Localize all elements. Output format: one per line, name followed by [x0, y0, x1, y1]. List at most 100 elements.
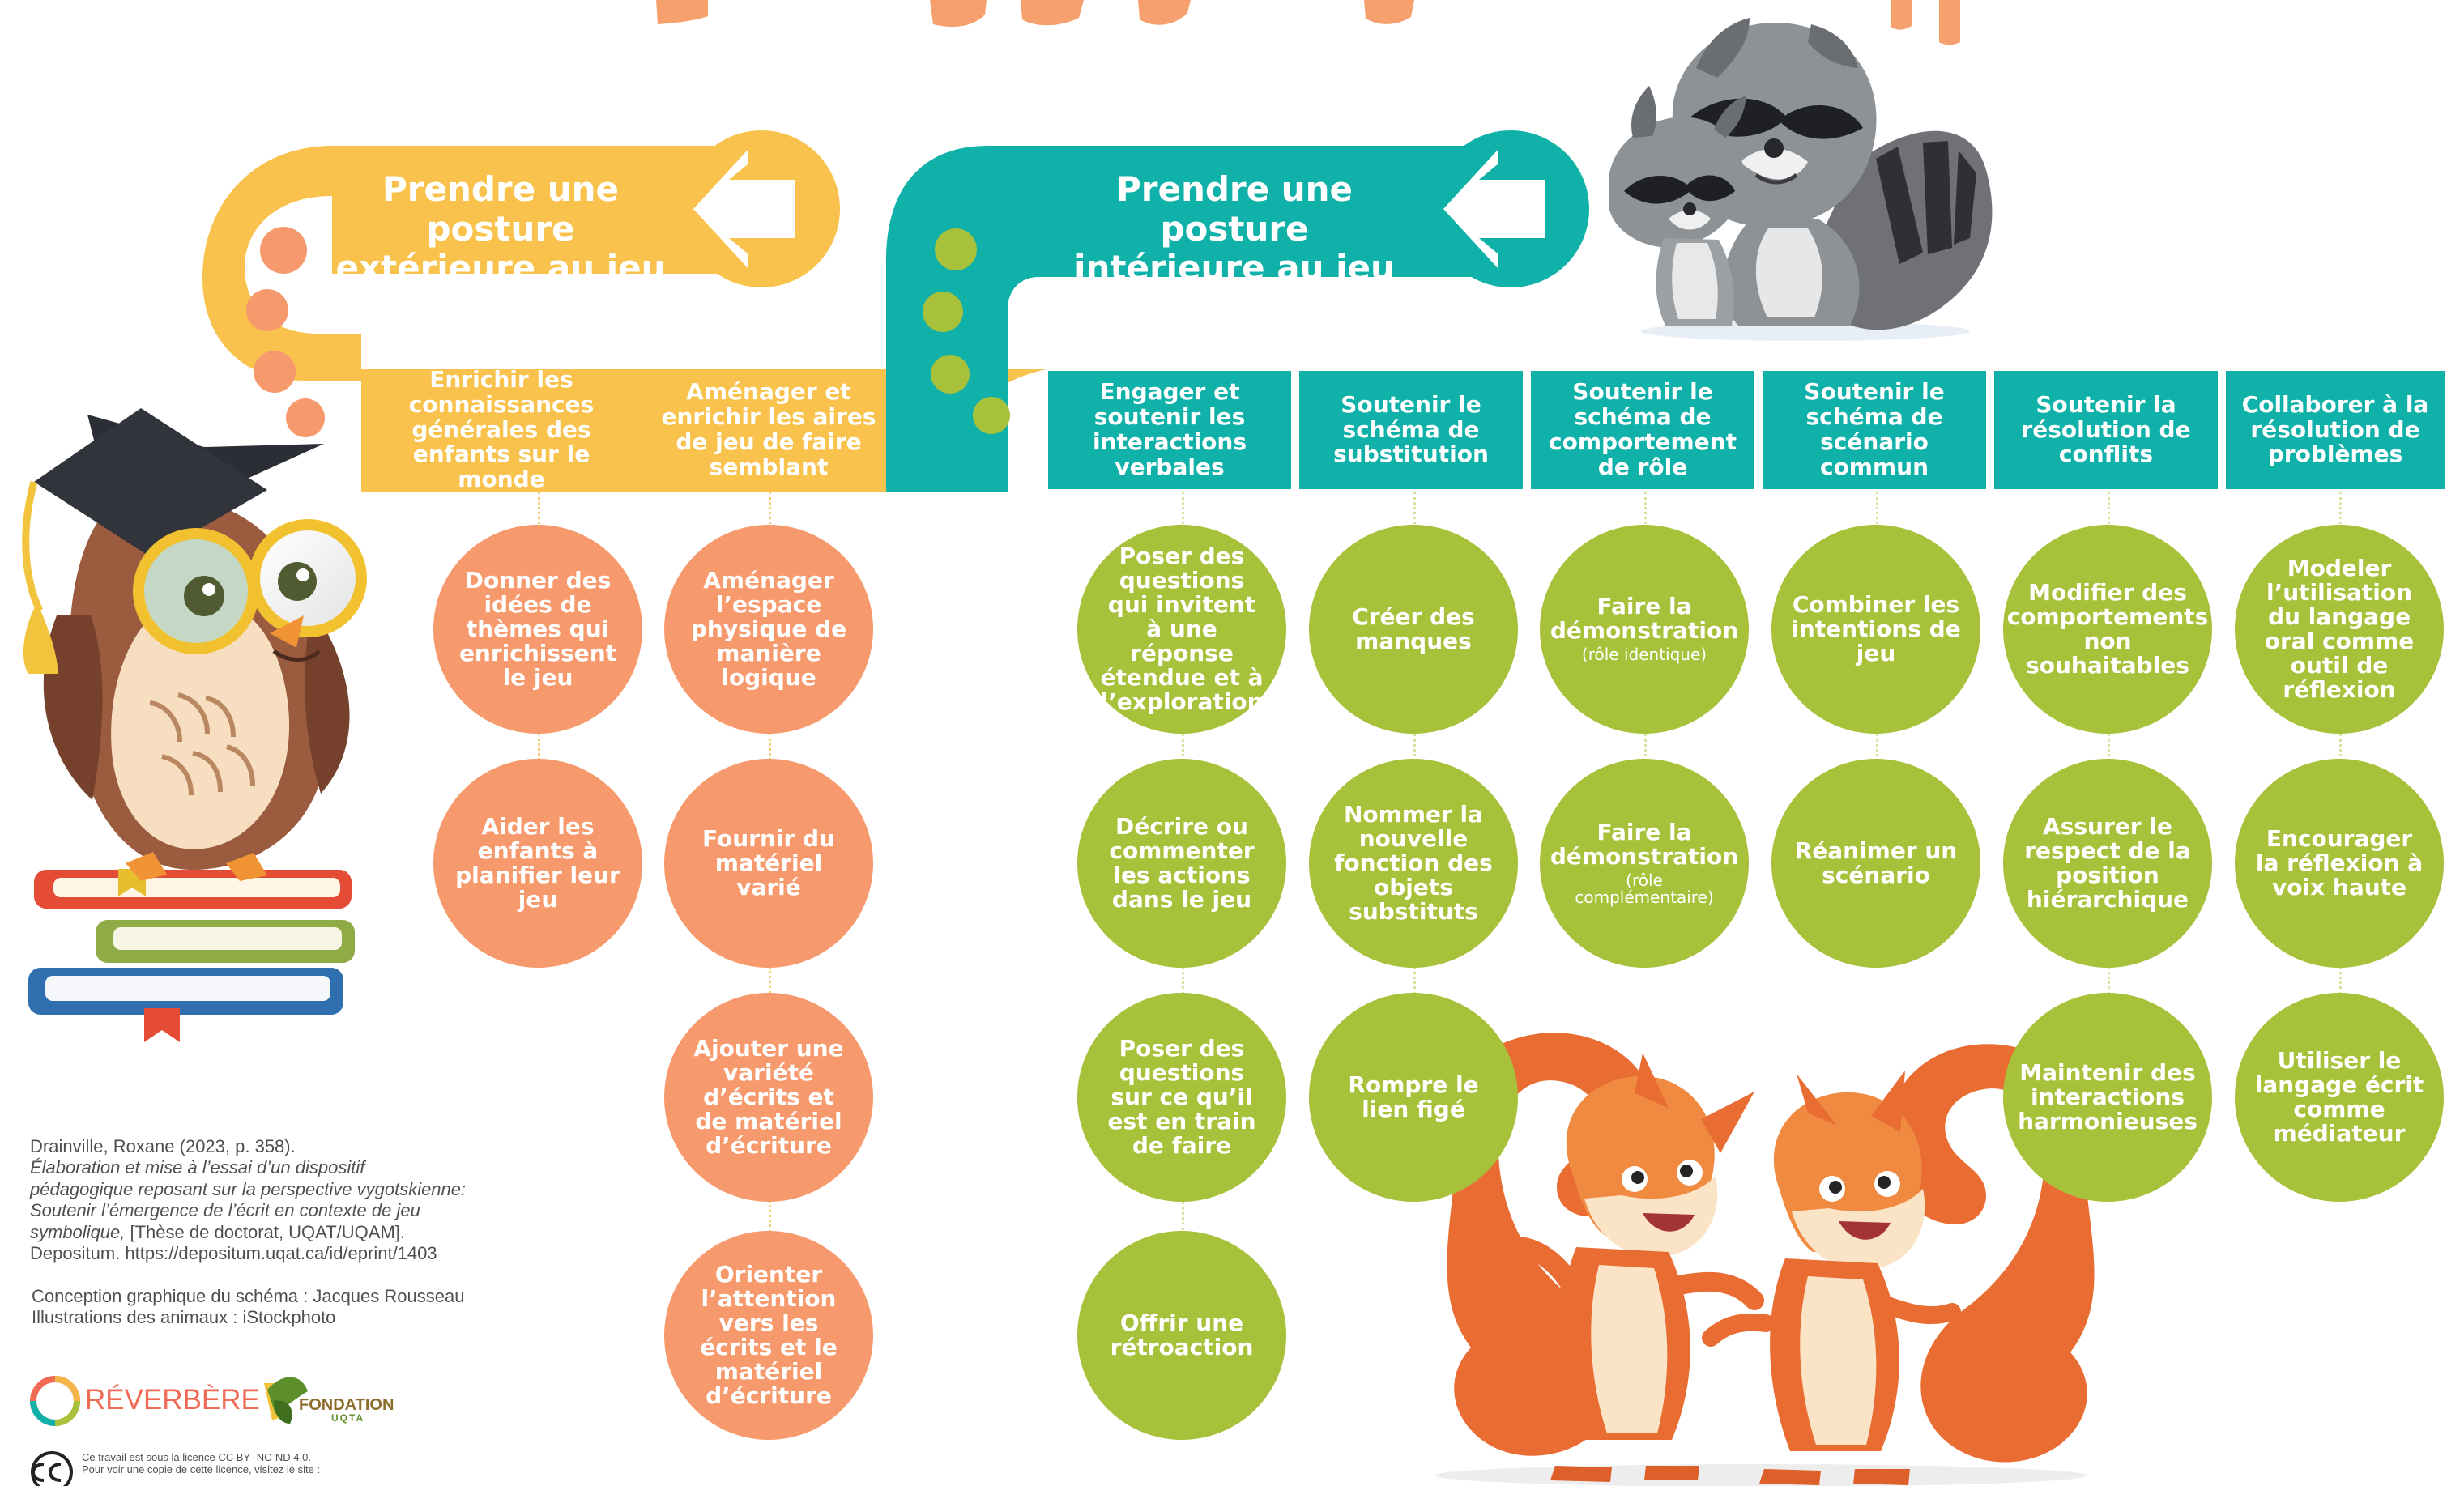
strategy-node-orient-attention-label: Orienter l’attention vers les écrits et … — [700, 1261, 838, 1409]
outer-posture-title-line-2: extérieure au jeu — [335, 248, 666, 288]
citation-line-5: symbolique, [Thèse de doctorat, UQAT/UQA… — [30, 1222, 500, 1243]
connector-col-8-b — [2339, 734, 2342, 761]
strategy-node-written-mediator-label: Utiliser le langage écrit comme médiateu… — [2254, 1047, 2424, 1147]
citation-line-5-rest: [Thèse de doctorat, UQAT/UQAM]. — [125, 1221, 406, 1242]
strategy-node-demo-identical-role-label: Faire la démonstration — [1550, 593, 1739, 645]
connector-col-3-d — [1182, 1202, 1184, 1230]
category-header-resolution-problemes: Collaborer à la résolution de problèmes — [2226, 371, 2445, 489]
outer-posture-dot-1 — [260, 227, 307, 274]
fondation-logo-line-1: FONDATION — [299, 1396, 394, 1414]
strategy-node-demo-identical-role: Faire la démonstration (rôle identique) — [1540, 525, 1749, 734]
outer-posture-title: Prendre une posture extérieure au jeu — [334, 169, 667, 288]
strategy-node-demo-complementary-role-sub: (rôle complémentaire) — [1575, 870, 1714, 907]
license-line-1: Ce travail est sous la licence CC BY -NC… — [82, 1451, 311, 1463]
strategy-node-demo-complementary-role-label: Faire la démonstration — [1550, 818, 1739, 870]
strategy-node-current-action-questions: Poser des questions sur ce qu’il est en … — [1077, 993, 1286, 1202]
strategy-node-respect-hierarchy: Assurer le respect de la position hiérar… — [2003, 759, 2212, 968]
inner-posture-dot-3 — [931, 355, 970, 394]
inner-posture-title-line-2: intérieure au jeu — [1074, 248, 1395, 288]
strategy-node-current-action-questions-label: Poser des questions sur ce qu’il est en … — [1107, 1035, 1256, 1159]
strategy-node-extended-questions-label: Poser des questions qui invitent à une r… — [1100, 543, 1264, 715]
connector-col-7-b — [2108, 734, 2110, 761]
outer-posture-dot-4 — [286, 398, 325, 437]
connector-col-2-a — [769, 492, 771, 524]
teal-top-band — [988, 146, 1520, 274]
strategy-node-feedback-label: Offrir une rétroaction — [1110, 1309, 1254, 1360]
outer-posture-arrow-icon — [693, 149, 795, 269]
connector-col-1-a — [538, 492, 540, 524]
strategy-node-demo-complementary-role: Faire la démonstration (rôle complémenta… — [1540, 759, 1749, 968]
connector-col-2-b — [769, 733, 771, 760]
strategy-node-model-oral-language: Modeler l’utilisation du langage oral co… — [2235, 525, 2444, 734]
strategy-node-ideas-themes-label: Donner des idées de thèmes qui enrichiss… — [458, 567, 617, 691]
teal-bend-band — [886, 146, 1474, 492]
fondation-logo-mark — [264, 1377, 308, 1424]
connector-col-5-b — [1644, 734, 1647, 761]
yellow-bend-band — [202, 146, 361, 381]
inner-posture-dot-2 — [923, 292, 963, 332]
strategy-node-written-mediator: Utiliser le langage écrit comme médiateu… — [2235, 993, 2444, 1202]
connector-col-7-c — [2108, 966, 2110, 995]
citation-line-6: Depositum. https://depositum.uqat.ca/id/… — [30, 1242, 437, 1263]
connector-col-3-a — [1182, 492, 1184, 524]
strategy-node-harmonious-interactions-label: Maintenir des interactions harmonieuses — [2018, 1059, 2198, 1135]
strategy-node-create-lacks-label: Créer des manques — [1352, 603, 1475, 654]
connector-col-6-b — [1876, 734, 1878, 761]
strategy-node-break-link: Rompre le lien figé — [1309, 993, 1518, 1202]
strategy-node-revive-scenario: Réanimer un scénario — [1771, 759, 1980, 968]
strategy-node-varied-material: Fournir du matériel varié — [664, 759, 873, 968]
strategy-node-think-aloud: Encourager la réflexion à voix haute — [2235, 759, 2444, 968]
strategy-node-model-oral-language-label: Modeler l’utilisation du langage oral co… — [2264, 555, 2415, 703]
strategy-node-think-aloud-label: Encourager la réflexion à voix haute — [2255, 825, 2424, 901]
license-text: Ce travail est sous la licence CC BY -NC… — [82, 1451, 357, 1476]
strategy-node-name-function: Nommer la nouvelle fonction des objets s… — [1309, 759, 1518, 968]
category-header-comportement-role: Soutenir le schéma de comportement de rô… — [1531, 371, 1754, 489]
squirrels-illustration — [1435, 1033, 2095, 1486]
strategy-node-feedback: Offrir une rétroaction — [1077, 1231, 1286, 1440]
strategy-node-create-lacks: Créer des manques — [1309, 525, 1518, 734]
strategy-node-break-link-label: Rompre le lien figé — [1348, 1071, 1479, 1122]
strategy-node-arrange-space: Aménager l’espace physique de manière lo… — [664, 525, 873, 734]
strategy-node-extended-questions: Poser des questions qui invitent à une r… — [1077, 525, 1286, 734]
reverbere-logo-mark — [30, 1376, 80, 1426]
citation-line-2: Élaboration et mise à l’essai d’un dispo… — [30, 1157, 365, 1178]
outer-posture-dot-3 — [254, 351, 296, 393]
strategy-node-writings-variety-label: Ajouter une variété d’écrits et de matér… — [693, 1035, 844, 1159]
connector-col-1-b — [538, 733, 540, 760]
outer-posture-dot-2 — [246, 289, 288, 331]
strategy-node-plan-game: Aider les enfants à planifier leur jeu — [433, 759, 642, 968]
strategy-node-orient-attention: Orienter l’attention vers les écrits et … — [664, 1231, 873, 1440]
inner-posture-dot-4 — [973, 397, 1010, 434]
owl-illustration — [22, 408, 367, 1042]
category-header-scenario-commun: Soutenir le schéma de scénario commun — [1763, 371, 1986, 489]
connector-col-4-b — [1413, 734, 1416, 761]
connector-col-4-c — [1413, 966, 1416, 995]
yellow-top-band — [332, 146, 801, 274]
raccoon-illustration — [1609, 18, 1993, 341]
outer-posture-title-line-1: Prendre une posture — [382, 169, 620, 249]
strategy-node-writings-variety: Ajouter une variété d’écrits et de matér… — [664, 993, 873, 1202]
connector-col-7-a — [2108, 492, 2110, 524]
strategy-node-ideas-themes: Donner des idées de thèmes qui enrichiss… — [433, 525, 642, 734]
illustration-credit: Illustrations des animaux : iStockphoto — [32, 1307, 336, 1327]
design-credit: Conception graphique du schéma : Jacques… — [32, 1286, 465, 1306]
strategy-node-combine-intentions-label: Combiner les intentions de jeu — [1791, 591, 1961, 666]
strategy-node-combine-intentions: Combiner les intentions de jeu — [1771, 525, 1980, 734]
citation-line-5-italic: symbolique, — [30, 1221, 126, 1242]
strategy-node-modify-behaviors: Modifier des comportements non souhaitab… — [2003, 525, 2212, 734]
connector-col-2-c — [769, 965, 771, 994]
license-cc-icon — [31, 1451, 73, 1486]
inner-posture-title-line-1: Prendre une posture — [1115, 169, 1353, 249]
strategy-node-revive-scenario-label: Réanimer un scénario — [1794, 837, 1958, 888]
connector-col-3-b — [1182, 734, 1184, 761]
citation-line-4: Soutenir l’émergence de l’écrit en conte… — [30, 1200, 420, 1221]
connector-col-2-d — [769, 1199, 771, 1233]
yellow-lower-band — [361, 369, 1047, 492]
citation-block: Drainville, Roxane (2023, p. 358). Élabo… — [30, 1136, 500, 1264]
category-header-substitution: Soutenir le schéma de substitution — [1299, 371, 1523, 489]
inner-posture-path — [886, 130, 1589, 492]
strategy-node-respect-hierarchy-label: Assurer le respect de la position hiérar… — [2024, 813, 2191, 913]
reverbere-logo-text: RÉVERBÈRE — [85, 1384, 260, 1416]
